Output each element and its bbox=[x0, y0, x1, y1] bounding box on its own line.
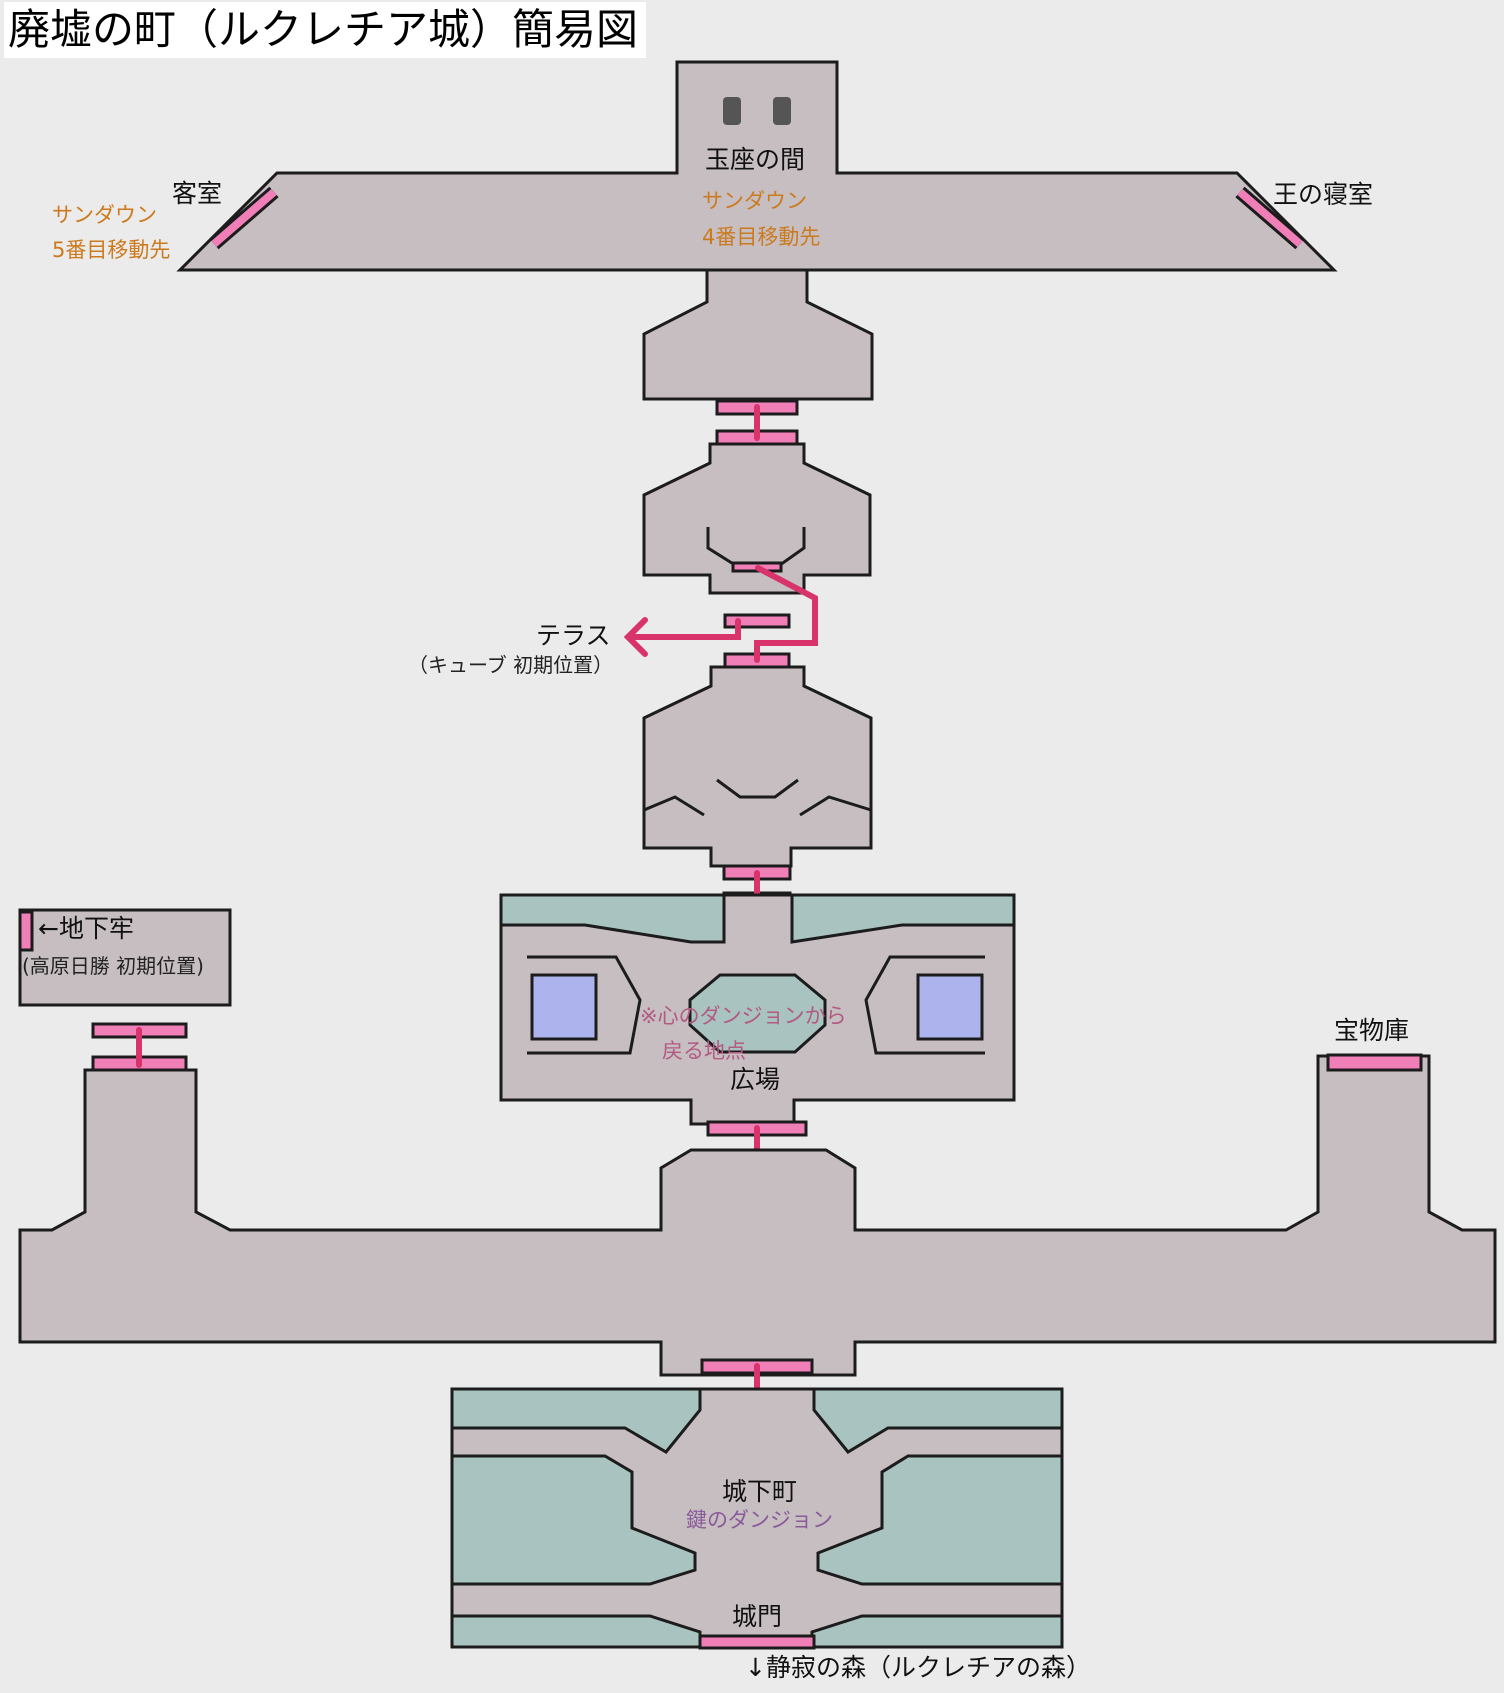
guest-room-note: サンダウン bbox=[52, 203, 157, 227]
treasury-door bbox=[1326, 1053, 1423, 1072]
inner-wall bbox=[799, 795, 872, 817]
inner-wall bbox=[864, 955, 985, 1055]
throne-icon bbox=[723, 97, 741, 125]
fountain-pool bbox=[530, 973, 598, 1041]
moat-water bbox=[790, 893, 1016, 944]
dungeon-note: (高原日勝 初期位置) bbox=[22, 954, 204, 978]
plaza-center bbox=[688, 973, 827, 1054]
kings-bedroom-label: 王の寝室 bbox=[1273, 180, 1374, 209]
throne-room-note: サンダウン bbox=[702, 189, 807, 213]
guest-room-label: 客室 bbox=[172, 179, 223, 208]
terrace-label: テラス bbox=[536, 621, 611, 650]
corridor-room-1 bbox=[642, 268, 874, 401]
exit-label: ↓静寂の森（ルクレチアの森） bbox=[745, 1653, 1091, 1682]
throne-hall bbox=[176, 60, 1338, 272]
castle-town-note: 鍵のダンジョン bbox=[686, 1508, 833, 1532]
inner-wall bbox=[582, 955, 642, 1055]
guest-room-door-fill bbox=[211, 188, 277, 248]
castle-town-label: 城下町 bbox=[722, 1477, 798, 1506]
moat-water bbox=[810, 1614, 1064, 1649]
plaza-label: 広場 bbox=[730, 1065, 781, 1094]
route-to-terrace bbox=[625, 618, 741, 640]
throne-icon bbox=[773, 97, 791, 125]
plaza-note: ※心のダンジョンから bbox=[640, 1004, 847, 1028]
castle-gate-label: 城門 bbox=[732, 1602, 783, 1631]
corridor-room-3 bbox=[642, 665, 873, 868]
dungeon-door bbox=[18, 910, 34, 952]
throne-room-note: 4番目移動先 bbox=[702, 225, 821, 249]
moat-water bbox=[816, 1454, 1064, 1586]
lower-hall bbox=[18, 1054, 1497, 1377]
terrace-note: （キューブ 初期位置） bbox=[408, 653, 614, 677]
moat-water bbox=[450, 1614, 702, 1649]
plaza-note: 戻る地点 bbox=[662, 1039, 746, 1063]
moat-water bbox=[812, 1387, 1064, 1454]
moat-water bbox=[450, 1387, 702, 1454]
bedroom-door-fill bbox=[1237, 188, 1303, 248]
route-arrowhead bbox=[623, 617, 648, 657]
inner-wall bbox=[716, 778, 799, 799]
dungeon-room bbox=[18, 908, 232, 1007]
moat-water bbox=[499, 893, 726, 944]
castle-gate-door bbox=[698, 1634, 816, 1650]
inner-wall bbox=[643, 795, 705, 817]
guest-room-note: 5番目移動先 bbox=[52, 238, 171, 262]
dungeon-label: ←地下牢 bbox=[38, 914, 134, 943]
map-title: 廃墟の町（ルクレチア城）簡易図 bbox=[4, 2, 647, 58]
route-to-terrace bbox=[754, 565, 818, 663]
door bbox=[723, 613, 791, 629]
treasury-label: 宝物庫 bbox=[1334, 1016, 1410, 1045]
throne-room-label: 玉座の間 bbox=[705, 145, 806, 174]
fountain-pool bbox=[916, 973, 984, 1041]
moat-water bbox=[450, 1454, 697, 1586]
